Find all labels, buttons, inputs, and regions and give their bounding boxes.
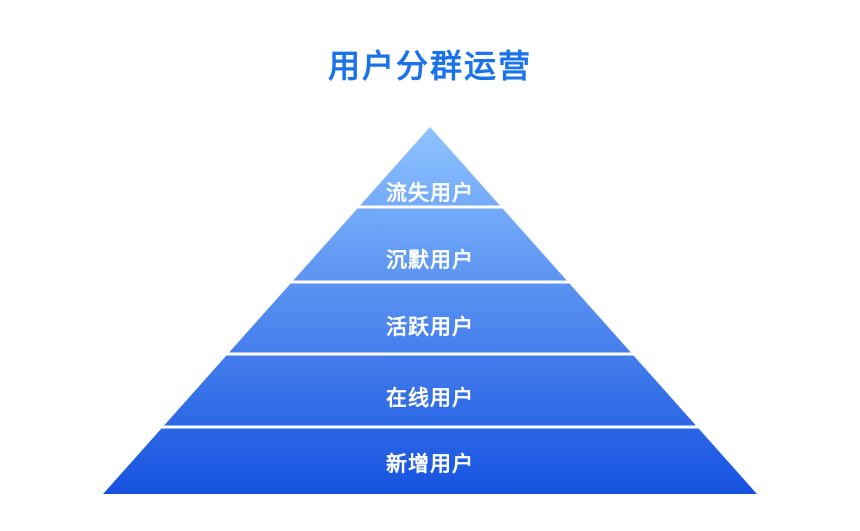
tier-dividers xyxy=(160,205,700,429)
tier-label-lost: 流失用户 xyxy=(386,181,474,205)
diagram-title: 用户分群运营 xyxy=(327,47,532,85)
tier-label-active: 活跃用户 xyxy=(386,315,474,339)
pyramid-body xyxy=(103,127,757,494)
tier-label-silent: 沉默用户 xyxy=(386,248,474,272)
tier-labels: 流失用户 沉默用户 活跃用户 在线用户 新增用户 xyxy=(386,181,474,476)
tier-label-online: 在线用户 xyxy=(386,386,474,410)
tier-label-new: 新增用户 xyxy=(386,452,474,476)
